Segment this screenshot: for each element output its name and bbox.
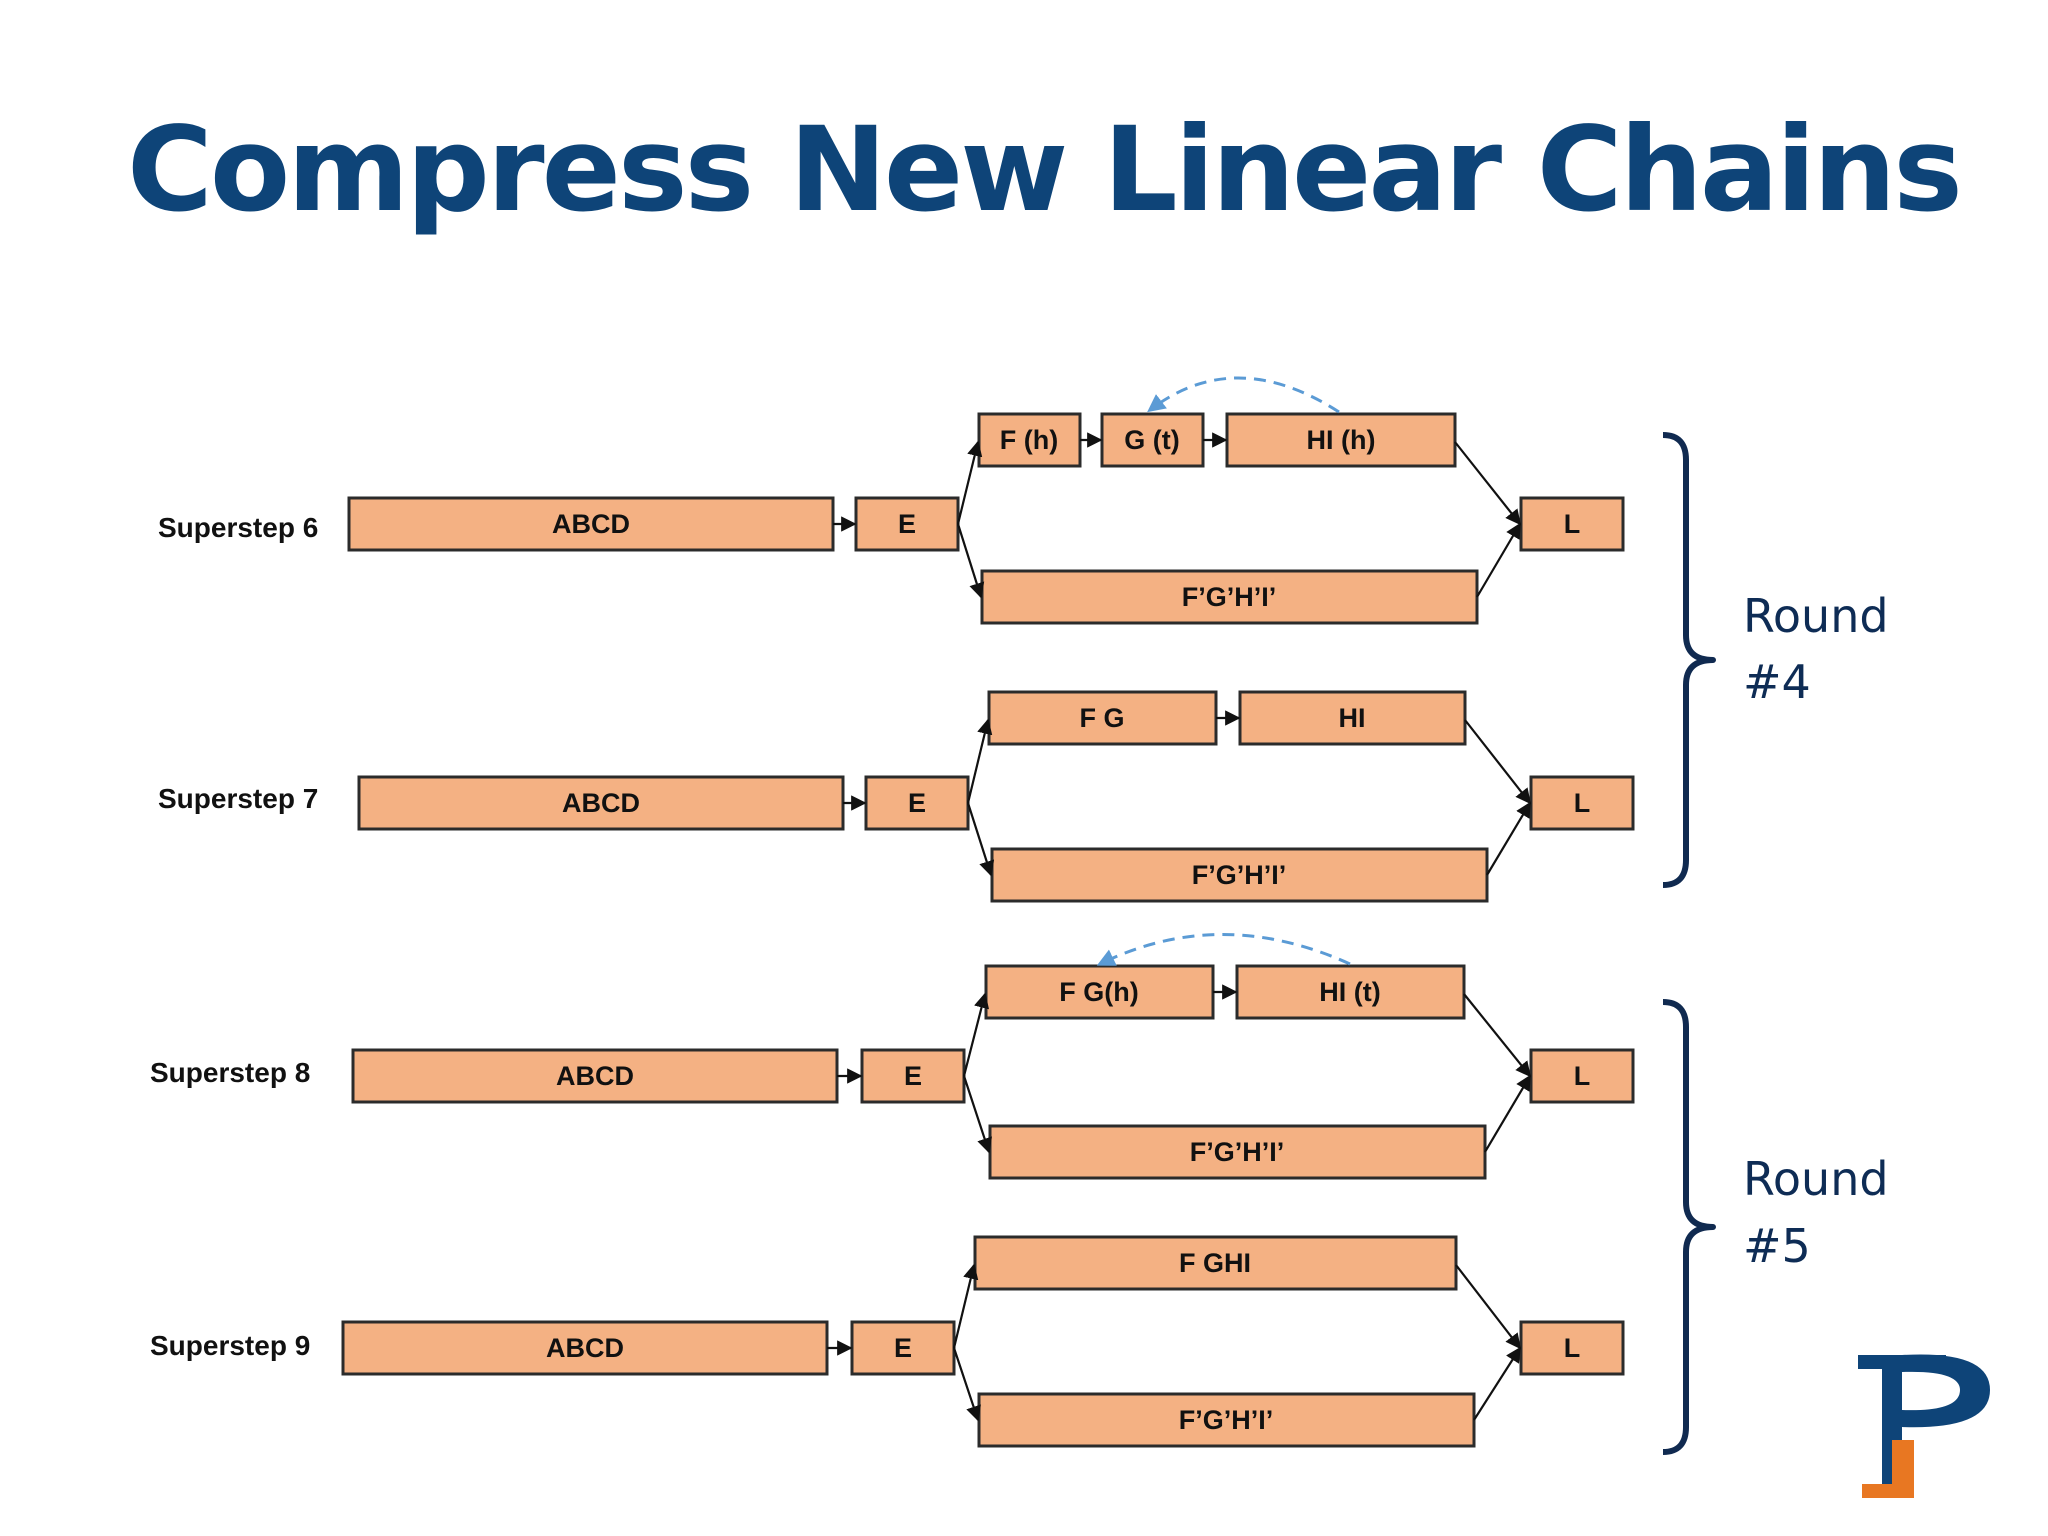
superstep-9-e-node: E	[850, 1320, 956, 1376]
svg-text:F GHI: F GHI	[1179, 1248, 1251, 1278]
svg-text:ABCD: ABCD	[546, 1333, 624, 1363]
superstep-7-l-node: L	[1529, 775, 1635, 831]
svg-text:L: L	[1574, 788, 1591, 818]
superstep-9-group: Superstep 9 ABCD E F GHI F’G’H’I’ L	[150, 1235, 1625, 1448]
round-4-label: Round	[1743, 589, 1889, 643]
superstep-8-fghi-prime-node: F’G’H’I’	[988, 1124, 1487, 1180]
superstep-8-hi-t-node: HI (t)	[1235, 964, 1466, 1020]
superstep-8-edge-e-top	[962, 992, 990, 1077]
superstep-7-label: Superstep 7	[158, 783, 318, 814]
superstep-8-label: Superstep 8	[150, 1057, 310, 1088]
superstep-8-abcd-node: ABCD	[351, 1048, 839, 1104]
svg-text:HI (h): HI (h)	[1307, 425, 1376, 455]
svg-text:F’G’H’I’: F’G’H’I’	[1182, 582, 1277, 612]
superstep-7-group: Superstep 7 ABCD E F G HI F’G’H’I’ L	[158, 690, 1635, 903]
superstep-6-label: Superstep 6	[158, 512, 318, 543]
svg-text:F G: F G	[1080, 703, 1125, 733]
superstep-6-g-t-node: G (t)	[1100, 412, 1205, 468]
superstep-8-e-node: E	[860, 1048, 966, 1104]
svg-text:HI (t): HI (t)	[1319, 977, 1380, 1007]
superstep-6-fghi-prime-node: F’G’H’I’	[980, 569, 1479, 625]
superstep-8-l-node: L	[1529, 1048, 1635, 1104]
svg-text:G (t): G (t)	[1124, 425, 1179, 455]
superstep-6-edge-hi-l	[1454, 441, 1521, 526]
superstep-6-f-h-node: F (h)	[977, 412, 1082, 468]
superstep-9-l-node: L	[1519, 1320, 1625, 1376]
superstep-7-abcd-node: ABCD	[357, 775, 845, 831]
superstep-7-edge-bottom-l	[1486, 801, 1531, 876]
superstep-7-edge-e-top	[966, 718, 993, 804]
superstep-9-edge-bottom-l	[1473, 1346, 1521, 1421]
svg-text:F’G’H’I’: F’G’H’I’	[1179, 1405, 1274, 1435]
superstep-6-edge-bottom-l	[1476, 522, 1521, 598]
svg-text:L: L	[1574, 1061, 1591, 1091]
superstep-9-fghi-node: F GHI	[973, 1235, 1458, 1291]
svg-text:F G(h): F G(h)	[1059, 977, 1138, 1007]
svg-text:ABCD: ABCD	[552, 509, 630, 539]
superstep-7-hi-node: HI	[1238, 690, 1467, 746]
superstep-8-fg-h-node: F G(h)	[984, 964, 1215, 1020]
svg-text:ABCD: ABCD	[556, 1061, 634, 1091]
round-5-group: Round #5	[1662, 999, 1889, 1455]
svg-text:HI: HI	[1339, 703, 1366, 733]
superstep-6-edge-e-bottom	[956, 523, 985, 599]
round-5-label: Round	[1743, 1152, 1889, 1206]
superstep-8-edge-hi-l	[1463, 993, 1531, 1078]
superstep-9-edge-top-l	[1455, 1264, 1521, 1350]
svg-text:ABCD: ABCD	[562, 788, 640, 818]
superstep-6-edge-e-top	[956, 440, 983, 525]
university-logo-icon	[1858, 1354, 1990, 1498]
round-4-group: Round #4	[1662, 432, 1889, 888]
slide-title: Compress New Linear Chains	[127, 101, 1963, 238]
svg-text:L: L	[1564, 509, 1581, 539]
svg-text:F’G’H’I’: F’G’H’I’	[1190, 1137, 1285, 1167]
svg-text:E: E	[904, 1061, 922, 1091]
superstep-9-edge-e-bottom	[952, 1347, 981, 1422]
superstep-9-edge-e-top	[952, 1263, 979, 1349]
superstep-6-merge-arc	[1147, 376, 1340, 414]
superstep-6-group: Superstep 6 ABCD E F (h) G (t) HI (h) F’…	[158, 376, 1625, 625]
round-5-brace	[1662, 999, 1716, 1455]
superstep-8-group: Superstep 8 ABCD E F G(h) HI (t) F’G’H’I…	[150, 933, 1635, 1180]
svg-text:F (h): F (h)	[1000, 425, 1058, 455]
superstep-6-hi-h-node: HI (h)	[1225, 412, 1457, 468]
round-4-brace	[1662, 432, 1716, 888]
round-4-number: #4	[1743, 655, 1811, 709]
superstep-7-edge-hi-l	[1464, 719, 1531, 805]
superstep-7-fghi-prime-node: F’G’H’I’	[990, 847, 1489, 903]
superstep-8-edge-bottom-l	[1484, 1074, 1531, 1153]
round-5-number: #5	[1743, 1219, 1811, 1273]
svg-text:F’G’H’I’: F’G’H’I’	[1192, 860, 1287, 890]
superstep-7-fg-node: F G	[987, 690, 1218, 746]
superstep-8-edge-e-bottom	[962, 1075, 992, 1154]
superstep-7-edge-e-bottom	[966, 802, 995, 877]
svg-text:E: E	[898, 509, 916, 539]
superstep-9-abcd-node: ABCD	[341, 1320, 829, 1376]
svg-text:L: L	[1564, 1333, 1581, 1363]
superstep-9-label: Superstep 9	[150, 1330, 310, 1361]
superstep-6-abcd-node: ABCD	[347, 496, 835, 552]
superstep-9-fghi-prime-node: F’G’H’I’	[977, 1392, 1476, 1448]
superstep-8-merge-arc	[1096, 933, 1351, 966]
superstep-6-l-node: L	[1519, 496, 1625, 552]
svg-text:E: E	[908, 788, 926, 818]
svg-text:E: E	[894, 1333, 912, 1363]
superstep-6-e-node: E	[854, 496, 960, 552]
superstep-7-e-node: E	[864, 775, 970, 831]
